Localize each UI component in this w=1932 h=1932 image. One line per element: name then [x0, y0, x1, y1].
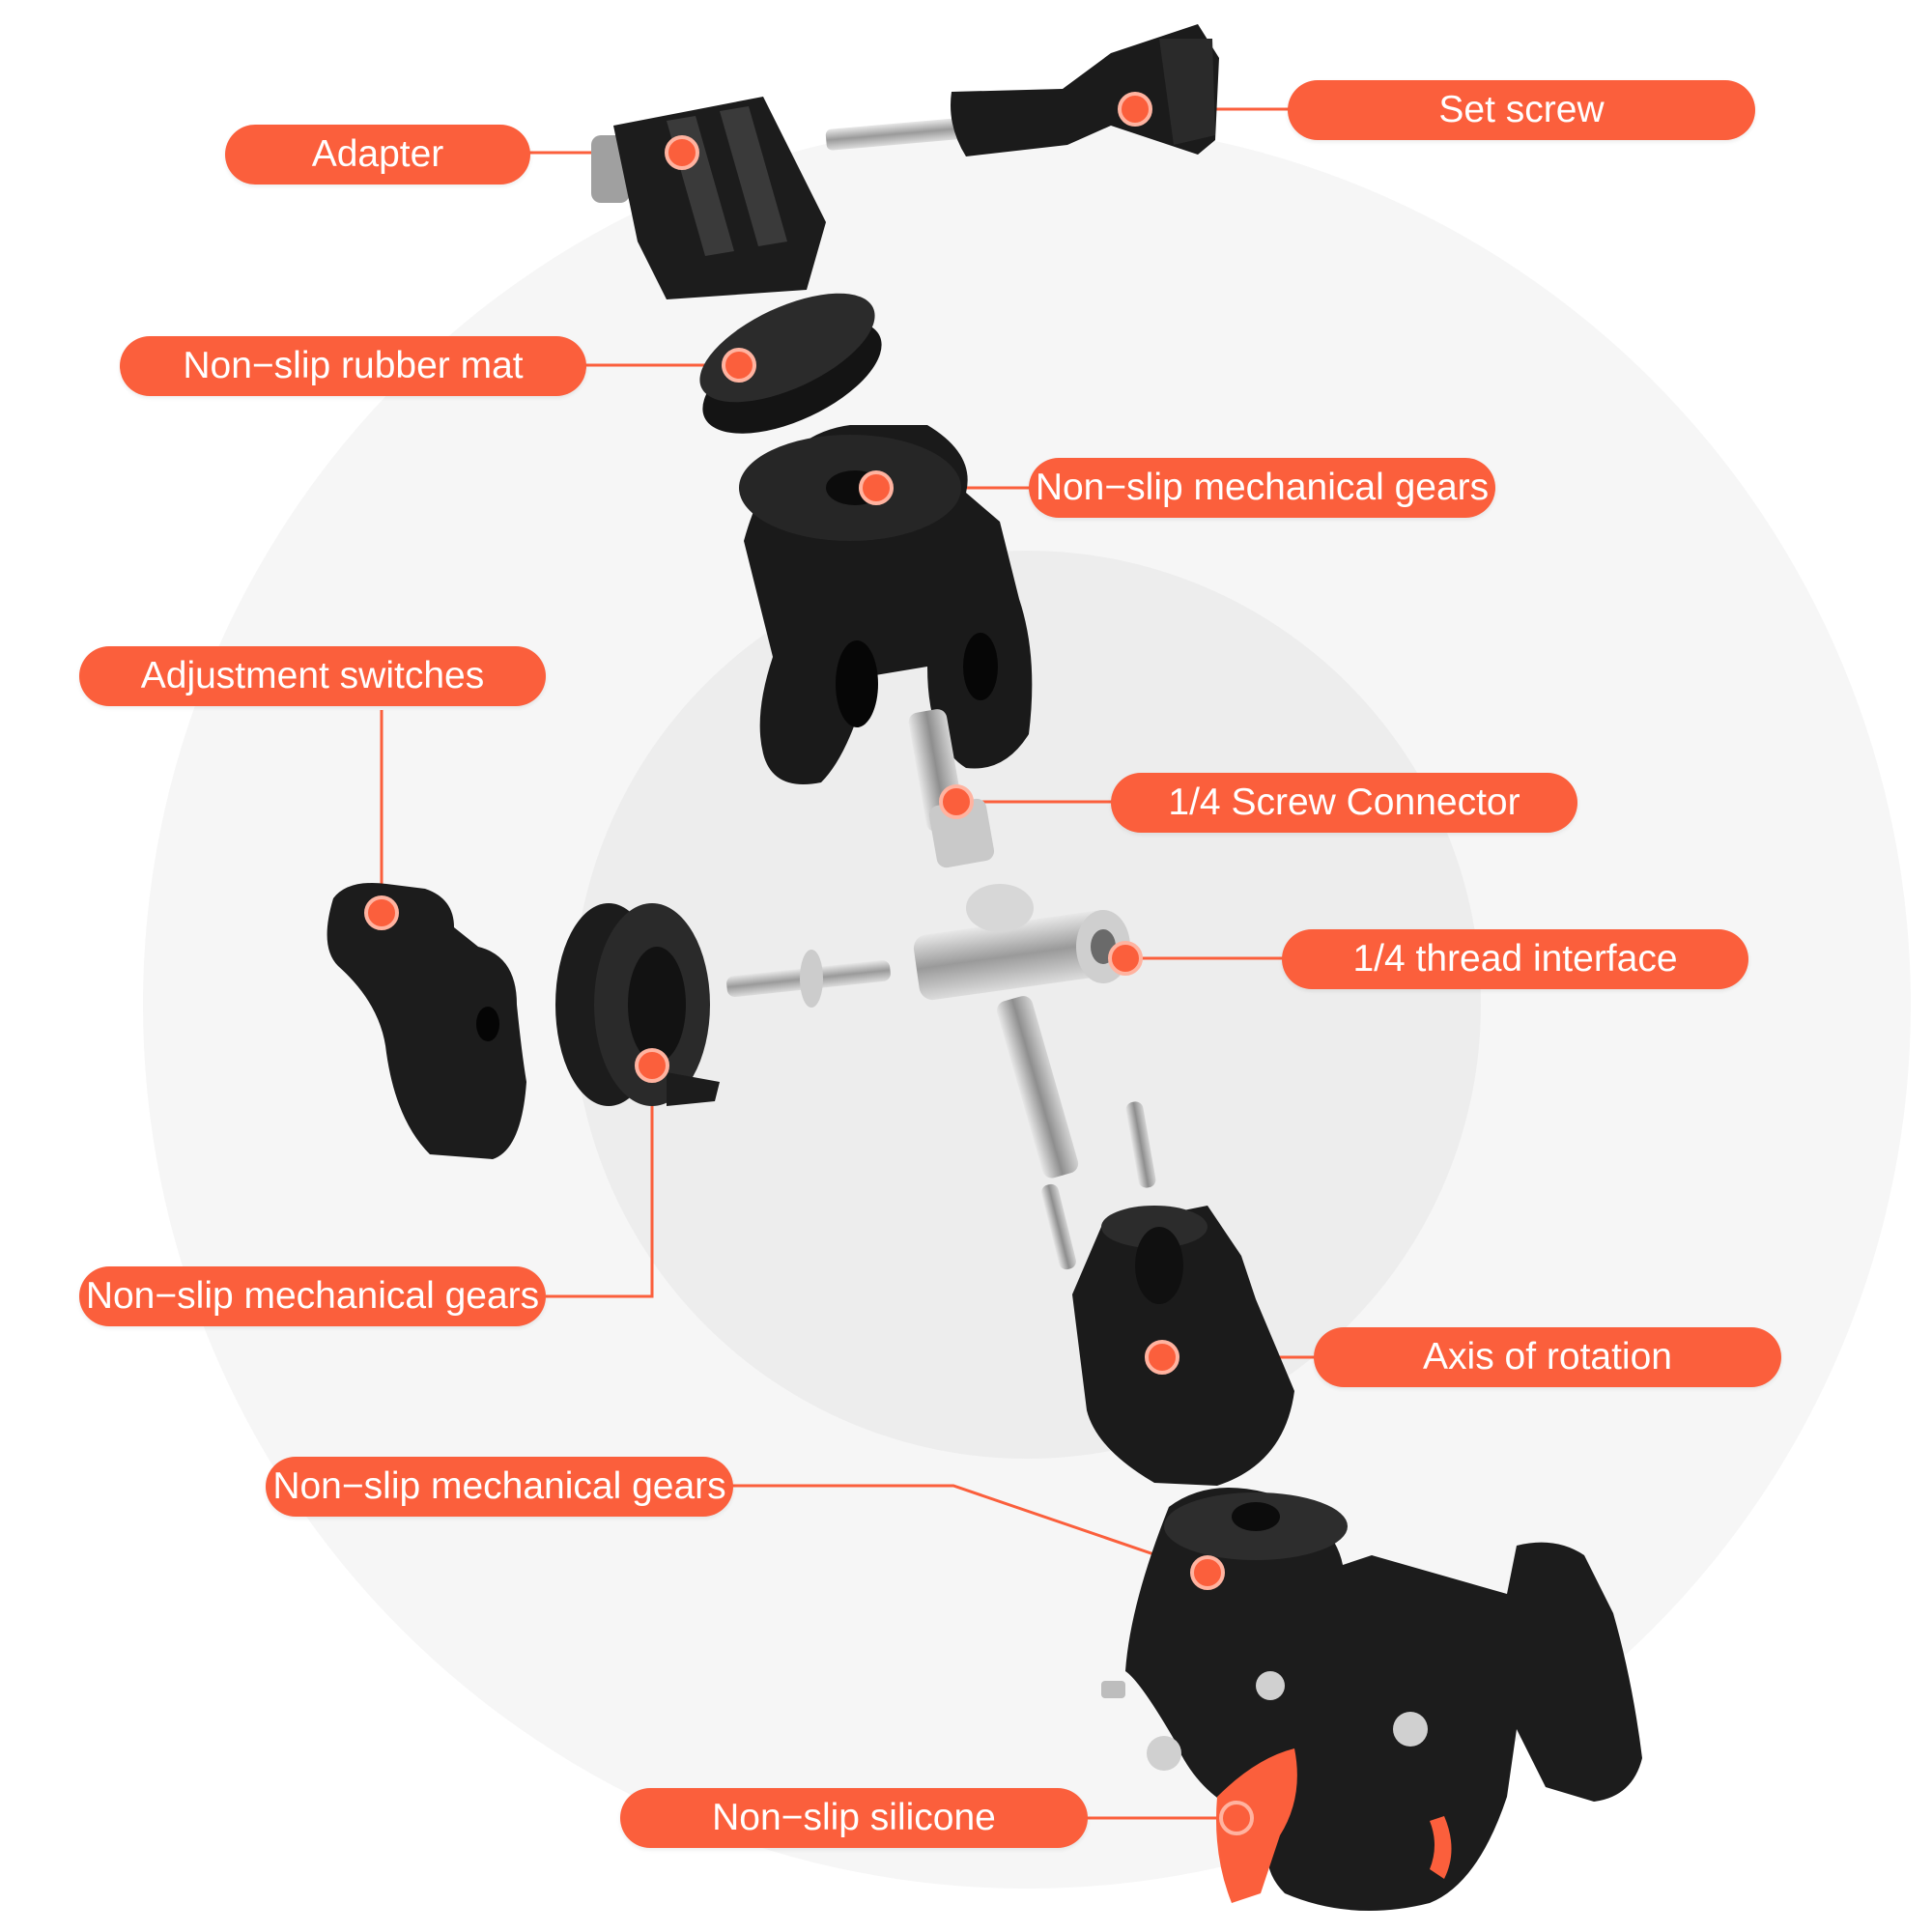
label-screw-connector: 1/4 Screw Connector	[1111, 773, 1577, 833]
adjustment-knob-part	[327, 883, 526, 1159]
pin-part	[726, 950, 891, 1008]
marker-thread-interface	[1108, 941, 1143, 976]
marker-gears-bottom	[1190, 1555, 1225, 1590]
leader-gears-left	[546, 1065, 654, 1298]
label-thread-interface: 1/4 thread interface	[1282, 929, 1748, 989]
marker-silicone	[1219, 1801, 1254, 1835]
t-connector-part	[913, 884, 1130, 1179]
label-gears-top: Non−slip mechanical gears	[1029, 458, 1495, 518]
label-axis-rotation: Axis of rotation	[1314, 1327, 1781, 1387]
marker-screw-connector	[939, 784, 974, 819]
label-adapter: Adapter	[225, 125, 530, 185]
marker-adapter	[665, 135, 699, 170]
label-gears-left: Non−slip mechanical gears	[79, 1266, 546, 1326]
label-set-screw: Set screw	[1288, 80, 1755, 140]
marker-rubber-mat	[722, 348, 756, 383]
rotation-axis-part	[1072, 1206, 1294, 1486]
marker-dots	[364, 92, 1254, 1835]
set-screw-part	[825, 24, 1219, 156]
label-silicone: Non−slip silicone	[620, 1788, 1088, 1848]
marker-gears-top	[859, 470, 894, 505]
label-adjustment-switches: Adjustment switches	[79, 646, 546, 706]
marker-axis-rotation	[1145, 1340, 1179, 1375]
clamp-part	[1101, 1488, 1642, 1911]
dowel-pins	[1041, 1101, 1156, 1270]
silicone-pad	[1216, 1748, 1297, 1903]
marker-gears-left	[635, 1048, 669, 1083]
leader-gears-bottom	[732, 1484, 1208, 1575]
marker-adjustment-switches	[364, 895, 399, 930]
left-gear-ring-part	[555, 903, 720, 1106]
label-gears-bottom: Non−slip mechanical gears	[266, 1457, 733, 1517]
label-rubber-mat: Non−slip rubber mat	[120, 336, 586, 396]
marker-set-screw	[1118, 92, 1152, 127]
